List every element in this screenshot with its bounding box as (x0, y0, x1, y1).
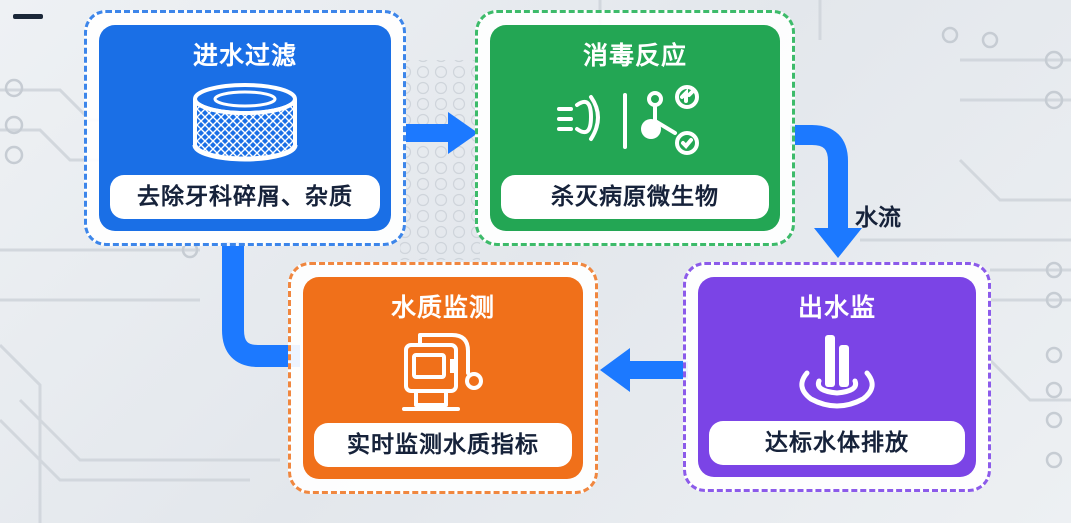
flow-label: 水流 (855, 205, 901, 231)
disinfection-reaction-icon (557, 85, 699, 155)
node-intake-card: 进水过滤 去除牙科碎屑、杂质 (99, 25, 391, 231)
arrow-intake-to-disinfect (406, 112, 478, 154)
node-outlet-card: 出水监 达标水体排放 (698, 277, 976, 477)
node-intake-title: 进水过滤 (192, 41, 297, 70)
arrow-outlet-to-monitor (600, 348, 688, 392)
node-outlet-title: 出水监 (797, 293, 876, 322)
node-outlet-caption: 达标水体排放 (709, 421, 965, 465)
water-quality-monitor-icon (402, 333, 483, 411)
filter-cartridge-icon (192, 83, 298, 162)
node-disinfect: 消毒反应 (475, 10, 795, 246)
node-monitor-caption: 实时监测水质指标 (314, 423, 572, 467)
node-disinfect-title: 消毒反应 (582, 41, 687, 70)
arrow-disinfect-to-outlet (790, 125, 862, 258)
node-intake: 进水过滤 去除牙科碎屑、杂质 (84, 10, 406, 246)
water-discharge-icon (799, 335, 875, 409)
node-outlet: 出水监 达标水体排放 (683, 262, 991, 492)
node-disinfect-card: 消毒反应 (490, 25, 780, 231)
node-monitor-title: 水质监测 (390, 293, 495, 322)
node-intake-caption: 去除牙科碎屑、杂质 (110, 175, 380, 219)
corner-dash-mark (13, 14, 43, 19)
node-monitor-card: 水质监测 实时监测水质指标 (303, 277, 583, 479)
node-monitor: 水质监测 实时监测水质指标 (288, 262, 598, 494)
node-disinfect-caption: 杀灭病原微生物 (501, 175, 769, 219)
arrow-intake-to-monitor (222, 242, 300, 367)
